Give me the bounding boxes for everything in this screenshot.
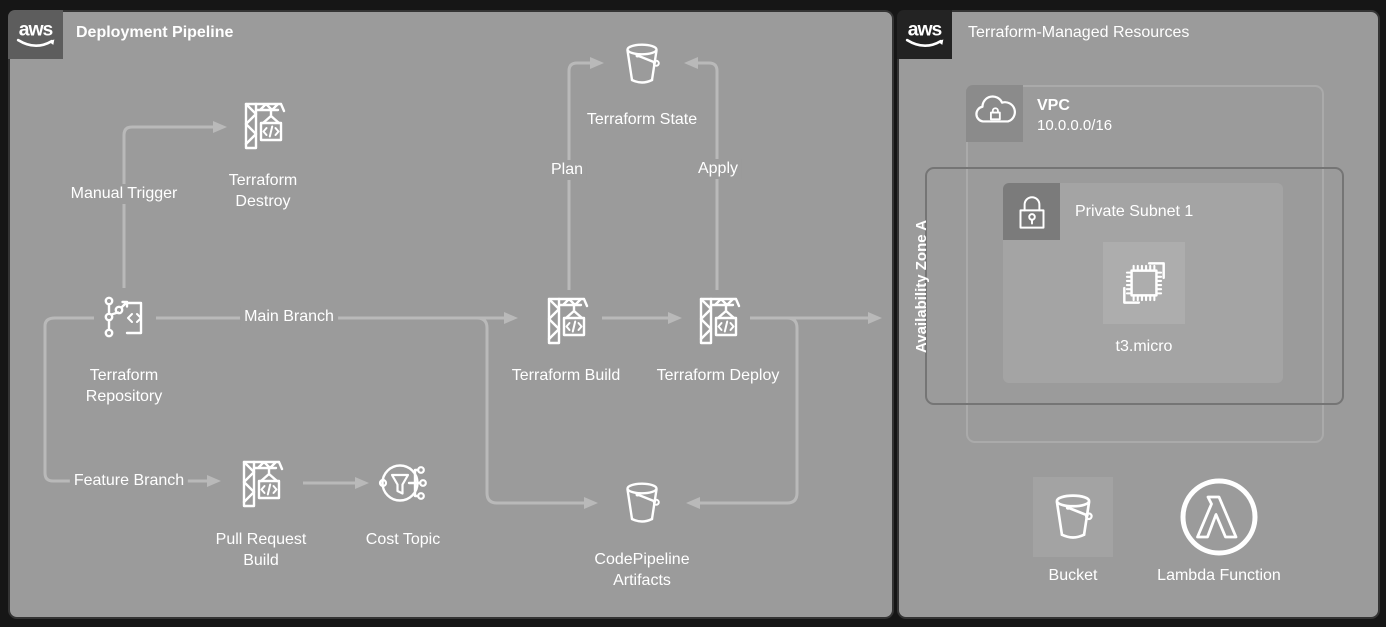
lock-icon (1019, 195, 1044, 229)
s3-bucket-icon (626, 482, 660, 523)
terraform-repository-node (96, 290, 152, 351)
aws-logo-badge-right: aws (897, 10, 952, 59)
private-subnet-label: Private Subnet 1 (1075, 203, 1194, 220)
aws-logo-badge-left: aws (8, 10, 63, 59)
vpc-header: VPC 10.0.0.0/16 (1037, 96, 1112, 136)
terraform-deploy-label: Terraform Deploy (656, 367, 780, 384)
availability-zone-label: Availability Zone A (913, 219, 930, 353)
bucket-tile (1033, 477, 1113, 557)
ec2-instance-label: t3.micro (1115, 338, 1173, 355)
codepipeline-artifacts-node (614, 475, 670, 536)
cost-topic-node (375, 455, 431, 516)
lambda-tile (1177, 475, 1261, 559)
terraform-destroy-label: Terraform Destroy (228, 172, 298, 210)
pull-request-build-label: Pull Request Build (215, 531, 307, 569)
apply-label: Apply (693, 159, 743, 179)
terraform-repository-label: Terraform Repository (85, 367, 163, 405)
codebuild-crane-icon (547, 297, 589, 345)
s3-bucket-icon (1055, 494, 1093, 539)
vpc-label: VPC (1037, 97, 1070, 114)
lambda-icon (1180, 478, 1258, 556)
plan-label: Plan (546, 160, 588, 180)
codebuild-crane-icon (242, 460, 284, 508)
codebuild-crane-icon (244, 102, 286, 150)
aws-logo-icon: aws (16, 19, 55, 48)
terraform-build-label: Terraform Build (511, 367, 621, 384)
codepipeline-artifacts-label: CodePipeline Artifacts (594, 551, 690, 589)
lambda-label: Lambda Function (1157, 567, 1281, 584)
pull-request-build-node (233, 455, 289, 516)
s3-bucket-icon (626, 43, 660, 84)
cost-topic-label: Cost Topic (365, 531, 441, 548)
terraform-build-node (538, 292, 594, 353)
svg-text:aws: aws (908, 19, 942, 41)
manual-trigger-label: Manual Trigger (66, 184, 182, 204)
vpc-icon-square (966, 85, 1023, 142)
right-panel-title: Terraform-Managed Resources (968, 24, 1190, 41)
availability-zone-label-wrap: Availability Zone A (893, 167, 950, 405)
terraform-deploy-node (690, 292, 746, 353)
subnet-icon-square (1003, 183, 1060, 240)
left-panel-title: Deployment Pipeline (76, 24, 234, 41)
aws-logo-icon: aws (905, 19, 944, 48)
vpc-cloud-icon (974, 94, 1016, 123)
terraform-state-label: Terraform State (586, 111, 698, 128)
bucket-label: Bucket (1048, 567, 1098, 584)
terraform-destroy-node (235, 97, 291, 158)
vpc-box (966, 85, 1324, 443)
feature-branch-label: Feature Branch (69, 471, 189, 491)
main-branch-label: Main Branch (240, 307, 338, 327)
git-repository-icon (104, 296, 143, 338)
deployment-pipeline-group (8, 10, 894, 619)
ec2-instance-tile (1103, 242, 1185, 324)
ec2-instance-icon (1123, 262, 1165, 304)
availability-zone-box (925, 167, 1344, 405)
vpc-cidr: 10.0.0.0/16 (1037, 117, 1113, 134)
svg-text:aws: aws (19, 19, 53, 41)
codebuild-crane-icon (699, 297, 741, 345)
sns-topic-icon (378, 464, 427, 502)
terraform-state-node (614, 36, 670, 97)
